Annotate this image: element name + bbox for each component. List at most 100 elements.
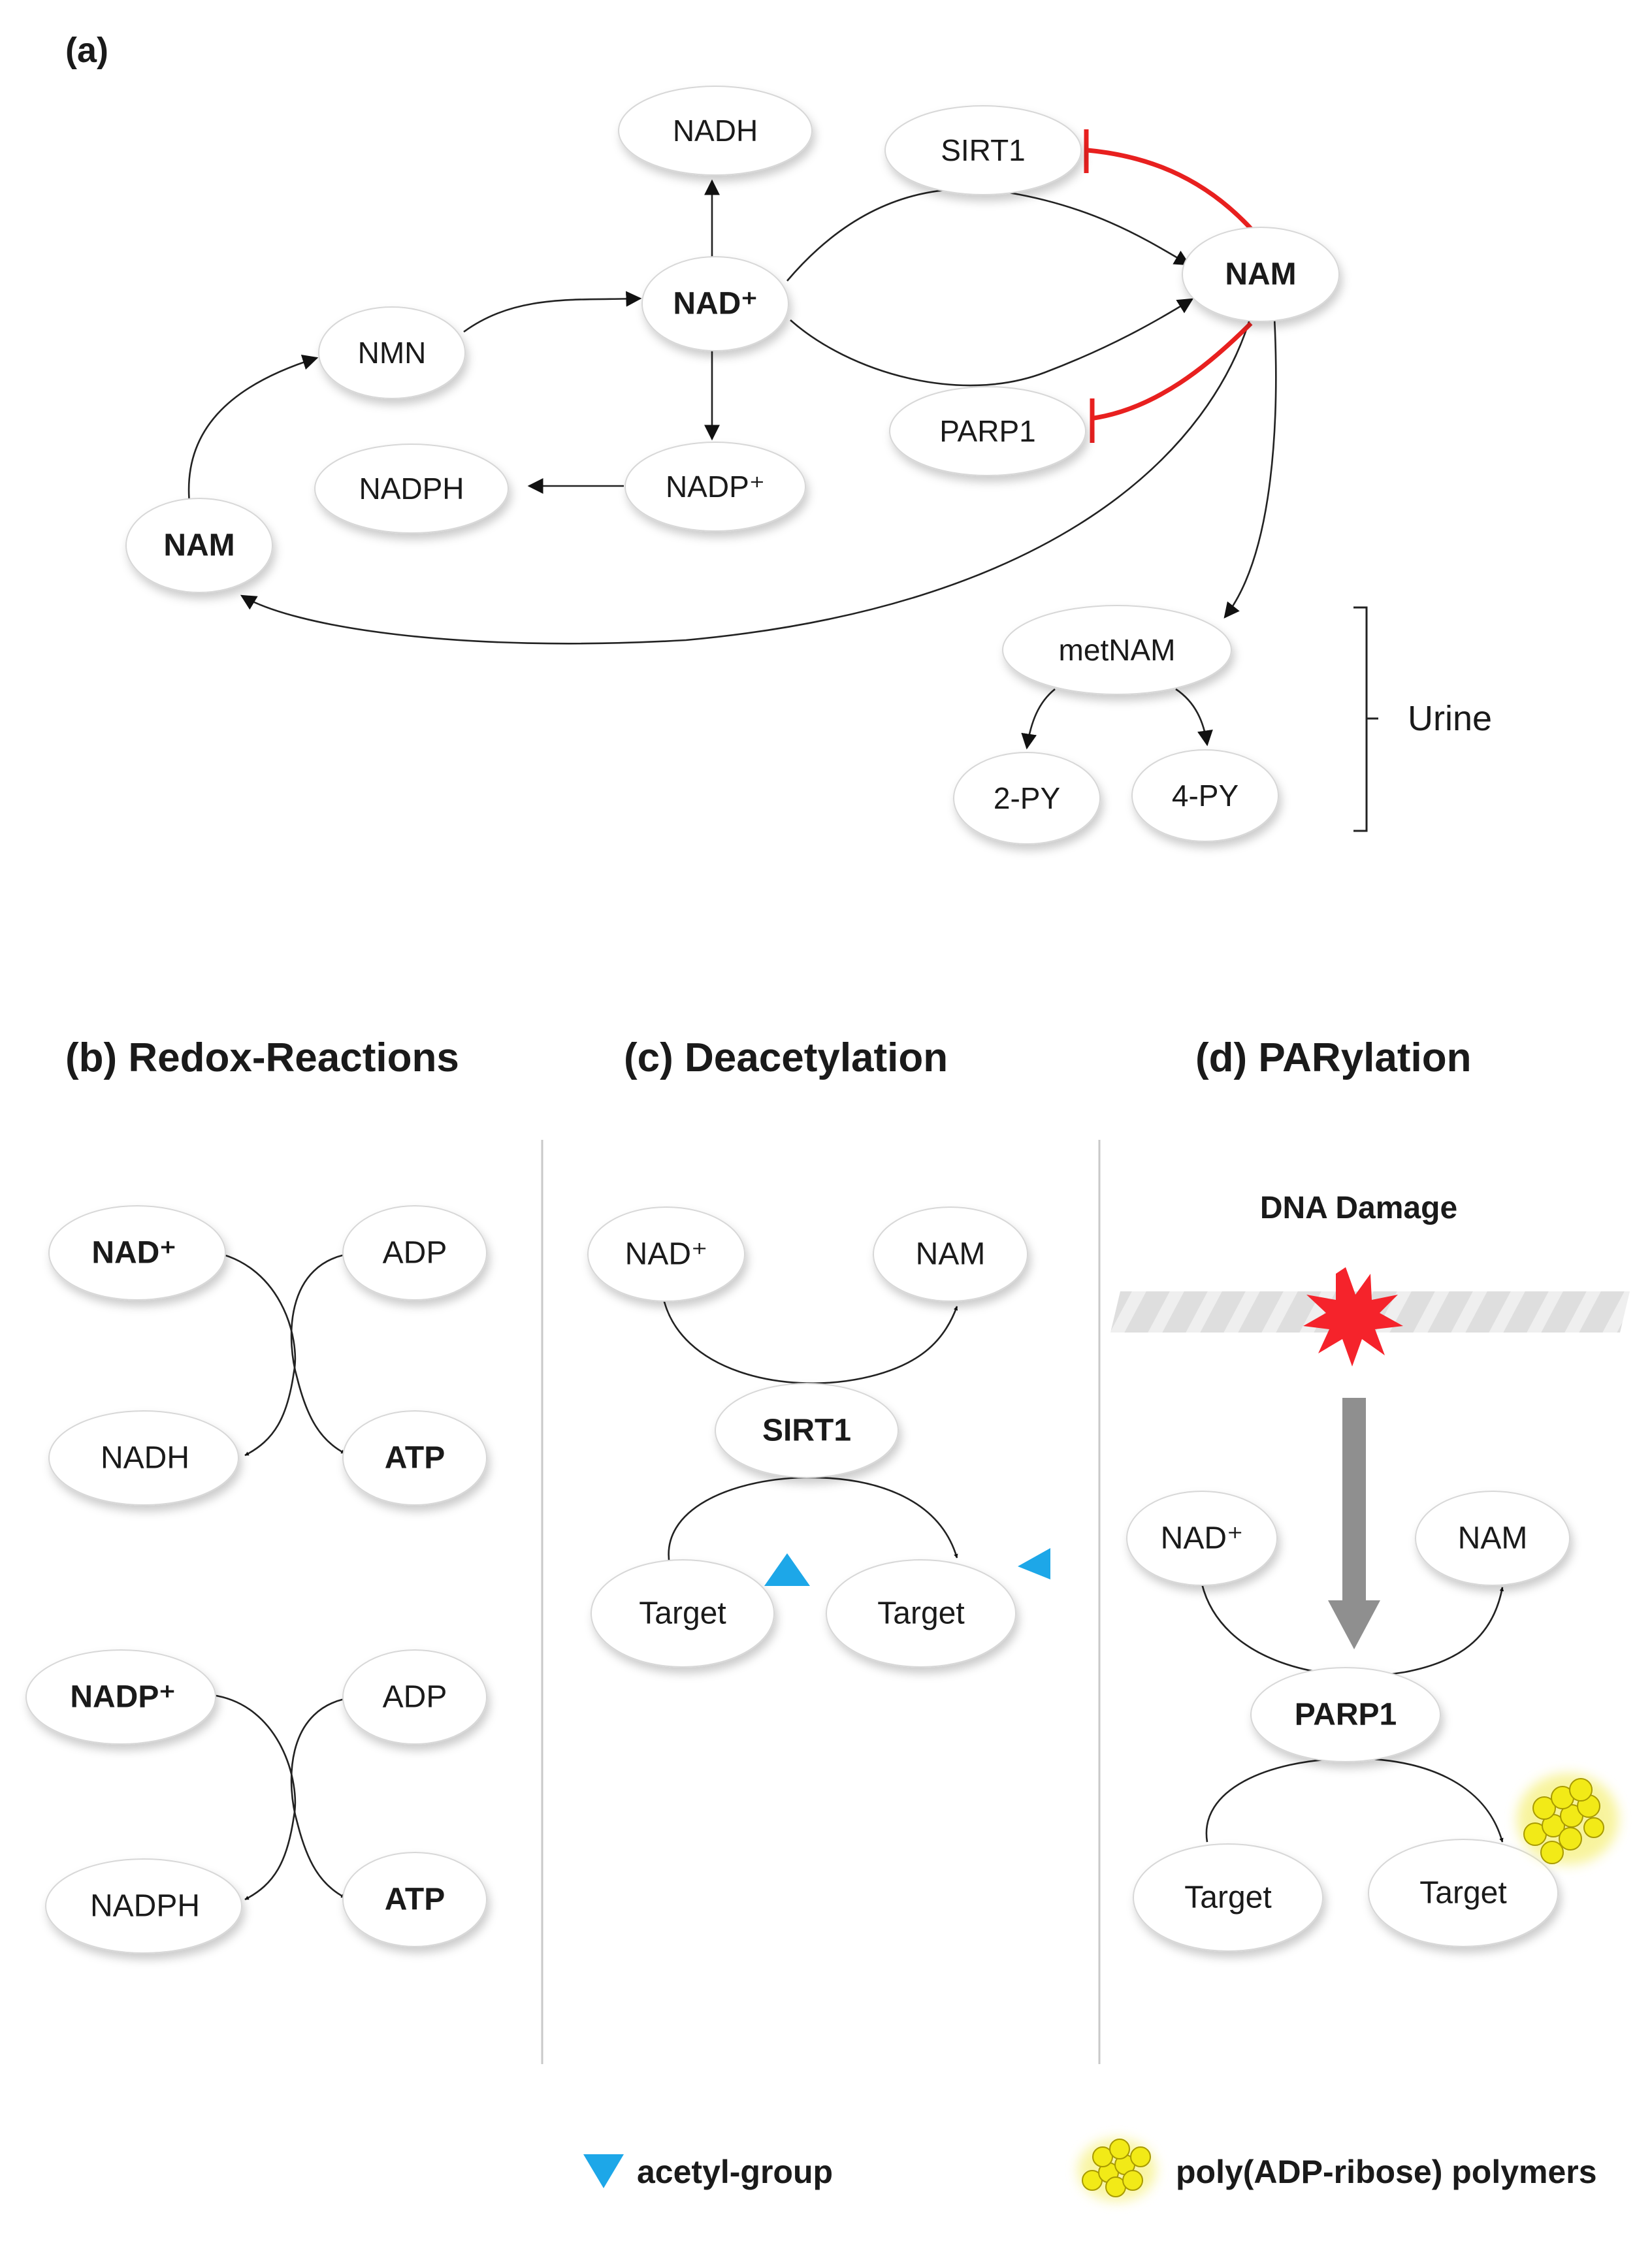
svg-text:NAM: NAM [1225, 257, 1296, 292]
svg-text:NAM: NAM [916, 1237, 986, 1272]
svg-text:PARP1: PARP1 [939, 414, 1035, 448]
svg-text:metNAM: metNAM [1059, 633, 1176, 667]
svg-text:NAD⁺: NAD⁺ [673, 287, 757, 321]
svg-text:NADPH: NADPH [359, 472, 464, 506]
panel-d: DNA Damage NAD⁺ NAM PARP1 Target Target [1110, 1191, 1630, 1952]
node-parp1: PARP1 [889, 386, 1086, 476]
svg-text:Target: Target [877, 1596, 964, 1631]
svg-text:NADPH: NADPH [90, 1889, 200, 1924]
parylation-nad-plus: NAD⁺ [1126, 1491, 1278, 1586]
signal-arrow-shaft [1342, 1398, 1366, 1604]
signal-arrow-head [1328, 1600, 1380, 1649]
svg-text:Target: Target [1419, 1876, 1506, 1911]
node-nad-plus: NAD⁺ [641, 256, 789, 351]
released-acetyl-group [1018, 1548, 1050, 1579]
svg-text:NADP⁺: NADP⁺ [666, 470, 765, 504]
panel-d-title: (d) PARylation [1195, 1035, 1472, 1080]
deacetylation-target-acetylated: Target [591, 1559, 775, 1668]
redox1-arrow-cosubstrate [290, 1252, 357, 1455]
panel-a-label: (a) [65, 31, 108, 70]
edge-nad-to-nam-sirt1 [786, 188, 1191, 282]
redox1-arrow-substrate [205, 1250, 297, 1457]
svg-text:NADP⁺: NADP⁺ [70, 1680, 175, 1715]
edge-nmn-to-nad [463, 291, 642, 333]
panel-c-title: (c) Deacetylation [624, 1035, 948, 1080]
node-metnam: metNAM [1002, 605, 1232, 695]
node-nmn: NMN [318, 306, 466, 399]
svg-text:SIRT1: SIRT1 [941, 133, 1026, 167]
deacetylation-arrow-cofactor [662, 1296, 958, 1384]
edge-nad-to-nam-parp1 [790, 298, 1194, 387]
edge-metnam-to-4py [1175, 688, 1213, 747]
svg-text:2-PY: 2-PY [994, 781, 1060, 815]
svg-text:NADH: NADH [673, 114, 758, 148]
deacetylation-target-deacetylated: Target [826, 1559, 1016, 1668]
deacetylation-nad-plus: NAD⁺ [587, 1206, 745, 1302]
parylation-target-before: Target [1133, 1843, 1323, 1952]
svg-text:NAD⁺: NAD⁺ [625, 1237, 708, 1272]
edge-nam-to-metnam [1223, 305, 1277, 619]
panel-c: NAD⁺ NAM SIRT1 Target Target [587, 1206, 1050, 1668]
svg-text:ATP: ATP [385, 1883, 445, 1917]
node-nam-left: NAM [125, 498, 273, 593]
redox2-cosubstrate: ADP [342, 1649, 487, 1745]
parylation-target-after: Target [1368, 1839, 1559, 1947]
svg-text:ATP: ATP [385, 1441, 445, 1476]
node-nadp-plus: NADP⁺ [624, 442, 806, 532]
edge-nam-to-nmn [187, 354, 319, 504]
redox2-arrow-substrate [212, 1694, 297, 1901]
legend-par-label: poly(ADP-ribose) polymers [1176, 2154, 1597, 2190]
panel-b-title: (b) Redox-Reactions [65, 1035, 459, 1080]
edge-nam-recycle [240, 303, 1255, 645]
par-polymer-cluster [1517, 1773, 1619, 1865]
node-nadph: NADPH [314, 444, 509, 534]
redox1-substrate: NAD⁺ [48, 1205, 226, 1301]
svg-text:NAM: NAM [1458, 1521, 1528, 1556]
deacetylation-arrow-target [668, 1476, 958, 1565]
redox2-substrate: NADP⁺ [25, 1649, 216, 1745]
node-4-py: 4-PY [1131, 749, 1279, 842]
panel-a: (a) NADH SIRT1 NAM N [65, 31, 1492, 845]
svg-text:4-PY: 4-PY [1172, 779, 1239, 813]
deacetylation-nam: NAM [873, 1206, 1028, 1302]
acetyl-group-marker [764, 1553, 810, 1586]
node-sirt1: SIRT1 [884, 105, 1082, 195]
urine-label: Urine [1408, 699, 1492, 738]
svg-text:ADP: ADP [383, 1236, 447, 1270]
node-nadh: NADH [618, 86, 813, 176]
damage-star-icon [1303, 1267, 1403, 1366]
redox2-coproduct: ATP [342, 1852, 487, 1947]
svg-text:PARP1: PARP1 [1295, 1698, 1397, 1732]
parylation-parp1: PARP1 [1250, 1667, 1441, 1762]
svg-text:ADP: ADP [383, 1680, 447, 1715]
legend-par-icon [1078, 2139, 1156, 2201]
legend: acetyl-group poly(ADP-ribose) polymers [583, 2139, 1597, 2201]
dna-damage-label: DNA Damage [1260, 1191, 1457, 1225]
svg-text:NAM: NAM [163, 528, 235, 563]
svg-text:NMN: NMN [358, 336, 427, 370]
legend-acetyl-label: acetyl-group [637, 2154, 833, 2190]
redox2-arrow-cosubstrate [290, 1696, 357, 1899]
svg-text:Target: Target [1184, 1881, 1271, 1915]
redox2-product: NADPH [45, 1858, 242, 1954]
svg-text:NAD⁺: NAD⁺ [1161, 1521, 1244, 1556]
node-2-py: 2-PY [953, 752, 1101, 845]
edge-metnam-to-2py [1021, 688, 1056, 750]
panel-b: NAD⁺ ADP NADH ATP NADP⁺ ADP NADPH [25, 1205, 487, 1954]
svg-text:Target: Target [639, 1596, 726, 1631]
urine-bracket [1353, 606, 1378, 832]
parylation-nam: NAM [1415, 1491, 1570, 1586]
inhibit-parp1 [1093, 321, 1253, 421]
svg-text:NAD⁺: NAD⁺ [91, 1236, 176, 1270]
redox1-coproduct: ATP [342, 1410, 487, 1506]
svg-text:SIRT1: SIRT1 [762, 1414, 851, 1448]
svg-text:NADH: NADH [101, 1441, 189, 1476]
redox1-product: NADH [48, 1410, 239, 1506]
node-nam-right: NAM [1182, 227, 1340, 322]
inhibit-sirt1 [1087, 148, 1253, 231]
parylation-arrow-target [1205, 1757, 1504, 1843]
redox1-cosubstrate: ADP [342, 1205, 487, 1301]
deacetylation-sirt1: SIRT1 [715, 1383, 899, 1478]
